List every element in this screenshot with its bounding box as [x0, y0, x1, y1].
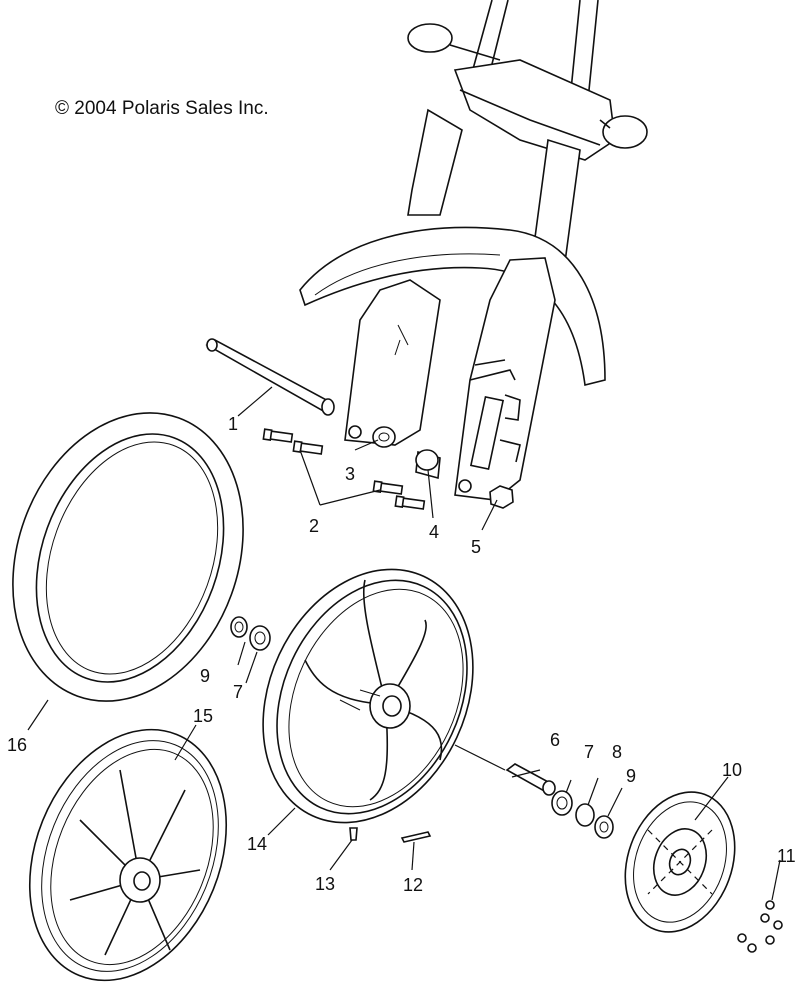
callout-12: 12	[403, 875, 423, 895]
part-10-brake-disc	[624, 791, 736, 933]
callout-9-right: 9	[626, 766, 636, 786]
part-5-nut	[489, 485, 514, 509]
copyright-notice: © 2004 Polaris Sales Inc.	[55, 98, 269, 119]
callout-9-left: 9	[200, 666, 210, 686]
callout-11: 11	[777, 846, 795, 866]
part-1-axle	[205, 338, 335, 416]
part-9-seal-left	[230, 616, 248, 638]
part-6-spacer	[505, 763, 556, 796]
callout-13: 13	[315, 874, 335, 894]
axle-centerline	[454, 744, 506, 771]
callout-8: 8	[612, 742, 622, 762]
part-8-snap-ring	[575, 803, 595, 827]
callout-3: 3	[345, 464, 355, 484]
part-11-disc-bolts	[737, 900, 783, 953]
part-4-spacer	[415, 449, 441, 480]
front-fork-assembly	[299, 0, 648, 501]
callout-7-left: 7	[233, 682, 243, 702]
part-3-spacer	[372, 426, 396, 448]
part-12-wheel-weight	[400, 831, 432, 843]
part-2-bolts	[262, 428, 426, 510]
part-7-bearing-right	[551, 790, 573, 816]
callout-16: 16	[7, 735, 27, 755]
part-16-tire	[12, 412, 244, 702]
part-13-valve-stem	[349, 827, 358, 841]
callout-2: 2	[309, 516, 319, 536]
callout-4: 4	[429, 522, 439, 542]
callout-14: 14	[247, 834, 267, 854]
callout-1: 1	[228, 414, 238, 434]
callout-6: 6	[550, 730, 560, 750]
callout-15: 15	[193, 706, 213, 726]
callout-5: 5	[471, 537, 481, 557]
part-15-alternate-wheel	[28, 728, 228, 982]
callout-7-right: 7	[584, 742, 594, 762]
callout-10: 10	[722, 760, 742, 780]
part-9-seal-right	[594, 815, 614, 839]
leader-lines	[27, 386, 781, 901]
part-14-wheel	[262, 568, 474, 824]
callout-labels: 1 2 3 4 5 6 7 8 9 10 11 12 13 14 15 16 9…	[7, 414, 795, 895]
part-7-bearing-left	[249, 625, 271, 651]
